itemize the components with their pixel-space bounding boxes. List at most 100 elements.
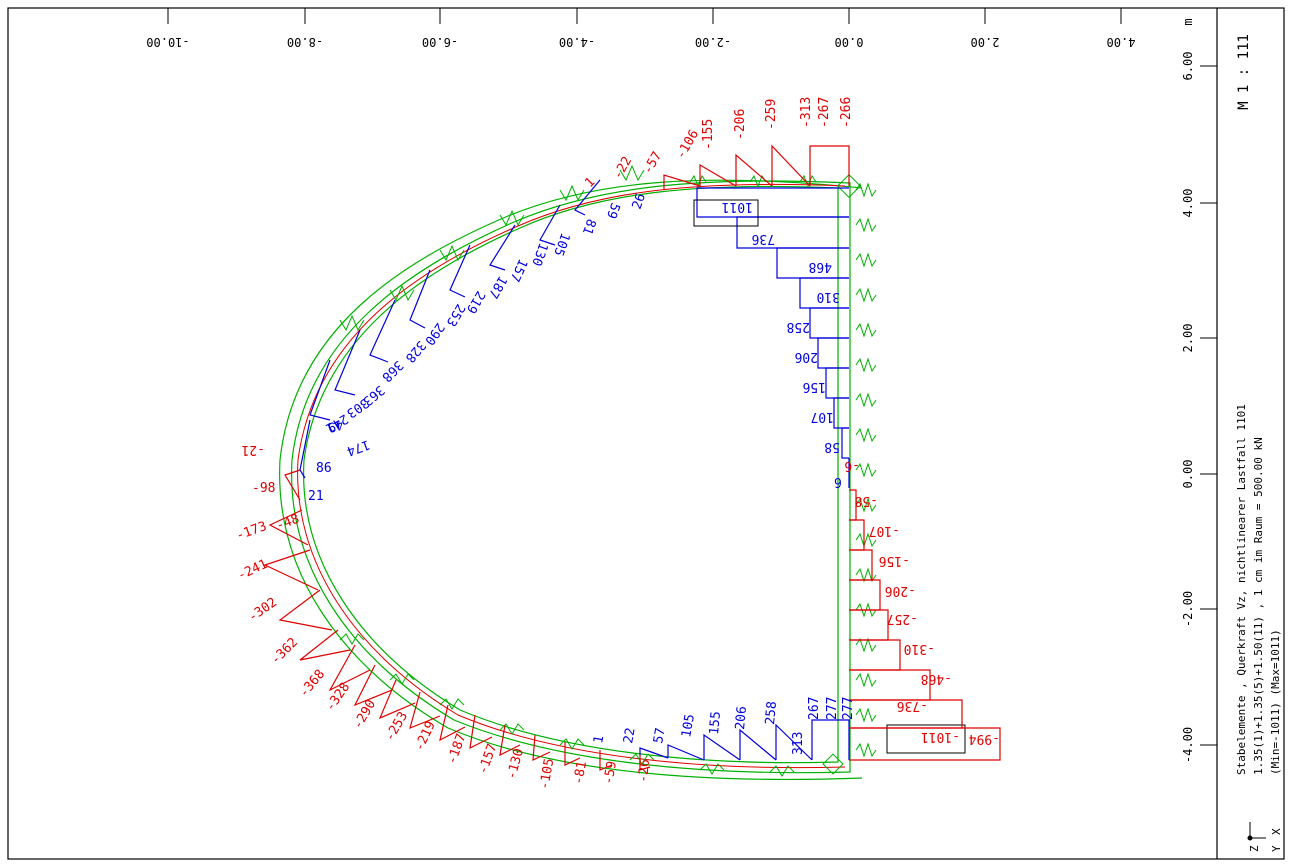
label-neg: -22 — [610, 154, 635, 182]
label-pos: 206 — [795, 349, 818, 364]
top-tick-label: 2.00 — [971, 35, 1000, 49]
label-pos: 130 — [528, 241, 550, 268]
label-pos: 49 — [326, 416, 345, 435]
label-neg: -206 — [733, 109, 748, 140]
top-tick-label: -8.00 — [287, 35, 323, 49]
label-neg: -21 — [242, 442, 265, 457]
label-pos: 253 — [443, 301, 468, 329]
label-neg: -58 — [855, 493, 878, 508]
info-panel: M 1 : 111 Stabelemente , Querkraft Vz, n… — [1235, 34, 1282, 775]
label-neg: -219 — [412, 719, 439, 754]
axis-x-label: X — [1270, 828, 1283, 835]
top-axis-labels: -10.00 -8.00 -6.00 -4.00 -2.00 0.00 2.00… — [146, 35, 1135, 49]
label-neg: -81 — [571, 760, 590, 786]
label-pos: 277 — [841, 697, 856, 720]
label-neg: -310 — [904, 641, 935, 656]
label-neg: -468 — [921, 671, 952, 686]
label-neg: -26 — [636, 759, 653, 784]
label-pos: 1011 — [722, 199, 753, 214]
label-neg: -266 — [839, 97, 854, 128]
top-tick-label: -4.00 — [559, 35, 595, 49]
label-pos: 81 — [579, 217, 598, 237]
shear-diagram-positive — [299, 179, 850, 761]
label-neg: -241 — [235, 557, 270, 584]
label-pos: 277 — [825, 697, 840, 720]
label-pos: 86 — [316, 461, 332, 476]
label-pos: 1 — [591, 734, 607, 744]
label-pos: 26 — [630, 192, 649, 212]
label-pos: 206 — [733, 706, 750, 731]
right-tick-label: 2.00 — [1181, 324, 1195, 353]
top-tick-label: -6.00 — [422, 35, 458, 49]
right-tick-label: 0.00 — [1181, 460, 1195, 489]
label-neg: -105 — [537, 757, 557, 790]
label-neg: -206 — [885, 583, 916, 598]
label-pos: 155 — [707, 711, 724, 736]
label-pos: 368 — [379, 357, 406, 384]
structure-member — [297, 183, 846, 769]
label-pos: 22 — [621, 727, 638, 745]
label-pos: 468 — [809, 259, 832, 274]
structure-outline — [279, 179, 863, 781]
label-neg: -6 — [844, 458, 860, 473]
right-tick-label: -2.00 — [1181, 591, 1195, 627]
springs-arch — [339, 164, 817, 777]
label-pos: 313 — [791, 732, 806, 755]
label-pos: 258 — [763, 701, 780, 726]
info-line-1: Stabelemente , Querkraft Vz, nichtlinear… — [1235, 404, 1248, 775]
label-pos: 310 — [817, 289, 840, 304]
label-pos: 58 — [824, 439, 840, 454]
right-tick-label: -4.00 — [1181, 727, 1195, 763]
right-axis — [1200, 65, 1217, 746]
info-line-2: 1.35(1)+1.35(5)+1.50(11) , 1 cm im Raum … — [1252, 437, 1265, 775]
label-neg: -187 — [445, 732, 470, 767]
label-pos: 105 — [550, 231, 572, 258]
label-neg: -48 — [274, 512, 301, 534]
top-tick-label: 4.00 — [1107, 35, 1136, 49]
unit-label: m — [1181, 18, 1195, 25]
label-neg: -155 — [701, 119, 716, 150]
info-line-3: (Min=-1011) (Max=1011) — [1269, 629, 1282, 775]
label-neg: 1 — [582, 175, 598, 191]
top-tick-label: -10.00 — [146, 35, 189, 49]
label-pos: 174 — [344, 436, 371, 458]
label-neg: -259 — [764, 99, 779, 130]
label-neg: -313 — [799, 97, 814, 128]
label-pos: 57 — [651, 727, 668, 745]
label-neg: -368 — [297, 667, 329, 701]
right-tick-label: 4.00 — [1181, 189, 1195, 218]
label-neg: -57 — [640, 149, 665, 177]
top-tick-label: 0.00 — [835, 35, 864, 49]
label-neg: -107 — [869, 523, 900, 538]
label-pos: 187 — [485, 273, 510, 301]
label-neg: -362 — [268, 635, 301, 668]
scale-text: M 1 : 111 — [1236, 34, 1252, 110]
label-neg: -156 — [879, 553, 910, 568]
label-neg: -173 — [234, 519, 269, 544]
label-pos: 21 — [308, 489, 324, 504]
drawing-frame — [7, 7, 1285, 860]
blue-labels: 1011 736 468 310 258 206 156 107 58 9 26… — [308, 192, 856, 755]
label-neg: -328 — [323, 680, 353, 714]
right-tick-label: 6.00 — [1181, 52, 1195, 81]
label-pos: 105 — [679, 713, 698, 739]
label-neg: -130 — [504, 747, 527, 781]
label-neg: -1011 — [921, 729, 960, 744]
label-neg: -106 — [673, 127, 702, 162]
label-pos: 156 — [803, 379, 826, 394]
top-tick-label: -2.00 — [695, 35, 731, 49]
label-neg: -736 — [897, 698, 928, 713]
label-neg: -994 — [969, 731, 1000, 746]
label-pos: 107 — [811, 409, 834, 424]
label-pos: 258 — [787, 319, 810, 334]
top-axis — [167, 8, 1122, 24]
min-value-box — [886, 724, 966, 754]
axis-y-label: Y — [1270, 845, 1283, 852]
label-neg: -302 — [246, 595, 280, 625]
label-pos: 9 — [834, 477, 842, 492]
label-pos: 736 — [752, 231, 775, 246]
label-pos: 267 — [807, 697, 822, 720]
axis-symbol-icon — [1247, 822, 1266, 841]
label-neg: -267 — [817, 97, 832, 128]
